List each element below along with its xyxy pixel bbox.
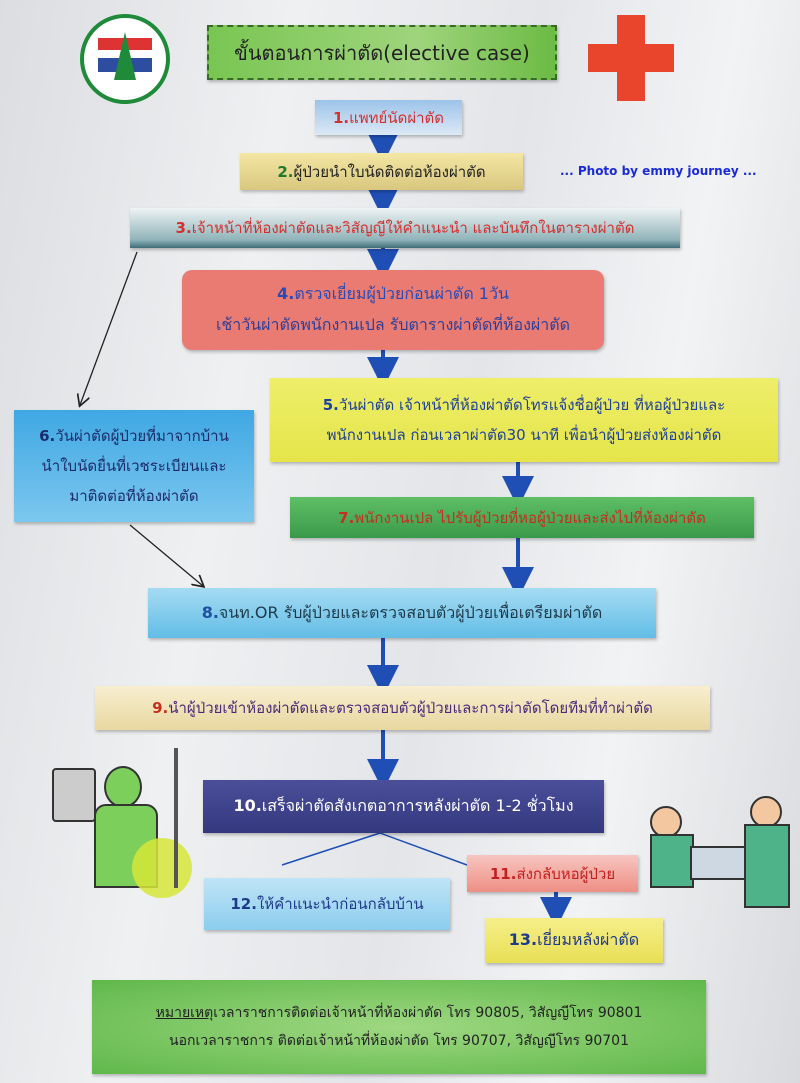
- note-line-2: นอกเวลาราชการ ติดต่อเจ้าหน้าที่ห้องผ่าตั…: [169, 1033, 629, 1049]
- step-number: 4.: [277, 284, 295, 303]
- note-line-1: เวลาราชการติดต่อเจ้าหน้าที่ห้องผ่าตัด โท…: [213, 1005, 643, 1021]
- step-9: 9.นำผู้ป่วยเข้าห้องผ่าตัดและตรวจสอบตัวผู…: [95, 686, 710, 730]
- step-1: 1.แพทย์นัดผ่าตัด: [315, 100, 462, 135]
- step-10: 10.เสร็จผ่าตัดสังเกตอาการหลังผ่าตัด 1-2 …: [203, 780, 604, 833]
- step-text: เจ้าหน้าที่ห้องผ่าตัดและวิสัญญีให้คำแนะน…: [191, 219, 635, 237]
- step-8: 8.จนท.OR รับผู้ป่วยและตรวจสอบตัวผู้ป่วยเ…: [148, 588, 656, 638]
- title-text: ขั้นตอนการผ่าตัด(elective case): [234, 40, 530, 65]
- surgeon-illustration: [52, 748, 194, 906]
- step-text-line2: เช้าวันผ่าตัดพนักงานเปล รับตารางผ่าตัดที…: [215, 315, 571, 334]
- step-text: เยี่ยมหลังผ่าตัด: [537, 930, 640, 949]
- step-text: ผู้ป่วยนำใบนัดติดต่อห้องผ่าตัด: [293, 162, 486, 181]
- arrow-10-11: [379, 832, 468, 866]
- step-7: 7.พนักงานเปล ไปรับผู้ป่วยที่หอผู้ป่วยและ…: [290, 497, 754, 538]
- step-text-line2: พนักงานเปล ก่อนเวลาผ่าตัด30 นาที เพื่อนำ…: [326, 426, 722, 444]
- step-text: นำผู้ป่วยเข้าห้องผ่าตัดและตรวจสอบตัวผู้ป…: [168, 699, 653, 717]
- step-13: 13.เยี่ยมหลังผ่าตัด: [485, 918, 663, 963]
- page-title: ขั้นตอนการผ่าตัด(elective case): [207, 25, 557, 80]
- step-number: 12.: [230, 895, 257, 913]
- step-6: 6.วันผ่าตัดผู้ป่วยที่มาจากบ้าน นำใบนัดยื…: [14, 410, 254, 522]
- step-text: จนท.OR รับผู้ป่วยและตรวจสอบตัวผู้ป่วยเพื…: [218, 602, 603, 622]
- photo-credit: ... Photo by emmy journey ...: [560, 164, 757, 178]
- contact-note: หมายเหตุเวลาราชการติดต่อเจ้าหน้าที่ห้องผ…: [92, 980, 706, 1074]
- step-2: 2.ผู้ป่วยนำใบนัดติดต่อห้องผ่าตัด: [240, 153, 523, 190]
- recovery-illustration: [650, 786, 790, 910]
- step-number: 13.: [508, 930, 538, 949]
- step-number: 8.: [201, 602, 219, 622]
- red-cross-icon: [588, 15, 674, 101]
- step-4: 4.ตรวจเยี่ยมผู้ป่วยก่อนผ่าตัด 1วัน เช้าว…: [182, 270, 604, 350]
- step-number: 5.: [322, 396, 339, 414]
- step-text-line3: มาติดต่อที่ห้องผ่าตัด: [69, 487, 199, 505]
- step-11: 11.ส่งกลับหอผู้ป่วย: [467, 855, 638, 892]
- step-text: พนักงานเปล ไปรับผู้ป่วยที่หอผู้ป่วยและส่…: [354, 508, 706, 527]
- arrow-6-8: [129, 524, 203, 586]
- step-number: 2.: [277, 162, 294, 181]
- step-number: 10.: [233, 796, 262, 815]
- step-number: 3.: [175, 219, 192, 237]
- step-text: ส่งกลับหอผู้ป่วย: [516, 864, 616, 883]
- step-text: แพทย์นัดผ่าตัด: [349, 108, 445, 127]
- step-number: 7.: [338, 508, 355, 527]
- step-text: วันผ่าตัด เจ้าหน้าที่ห้องผ่าตัดโทรแจ้งชื…: [338, 396, 726, 414]
- step-5: 5.วันผ่าตัด เจ้าหน้าที่ห้องผ่าตัดโทรแจ้ง…: [270, 378, 778, 462]
- step-number: 11.: [489, 864, 517, 883]
- step-12: 12.ให้คำแนะนำก่อนกลับบ้าน: [204, 878, 450, 930]
- step-text: เสร็จผ่าตัดสังเกตอาการหลังผ่าตัด 1-2 ชั่…: [261, 796, 574, 815]
- note-label: หมายเหตุ: [155, 1005, 214, 1021]
- hospital-logo: [80, 14, 170, 104]
- step-text: ให้คำแนะนำก่อนกลับบ้าน: [256, 895, 424, 913]
- step-text: วันผ่าตัดผู้ป่วยที่มาจากบ้าน: [55, 427, 229, 445]
- step-number: 6.: [39, 427, 56, 445]
- arrow-3-6: [80, 251, 138, 405]
- step-text-line2: นำใบนัดยื่นที่เวชระเบียนและ: [41, 457, 227, 475]
- arrow-10-12: [281, 832, 381, 866]
- step-number: 9.: [152, 699, 169, 717]
- step-number: 1.: [332, 108, 350, 127]
- step-text: ตรวจเยี่ยมผู้ป่วยก่อนผ่าตัด 1วัน: [294, 284, 509, 303]
- step-3: 3.เจ้าหน้าที่ห้องผ่าตัดและวิสัญญีให้คำแน…: [130, 208, 680, 248]
